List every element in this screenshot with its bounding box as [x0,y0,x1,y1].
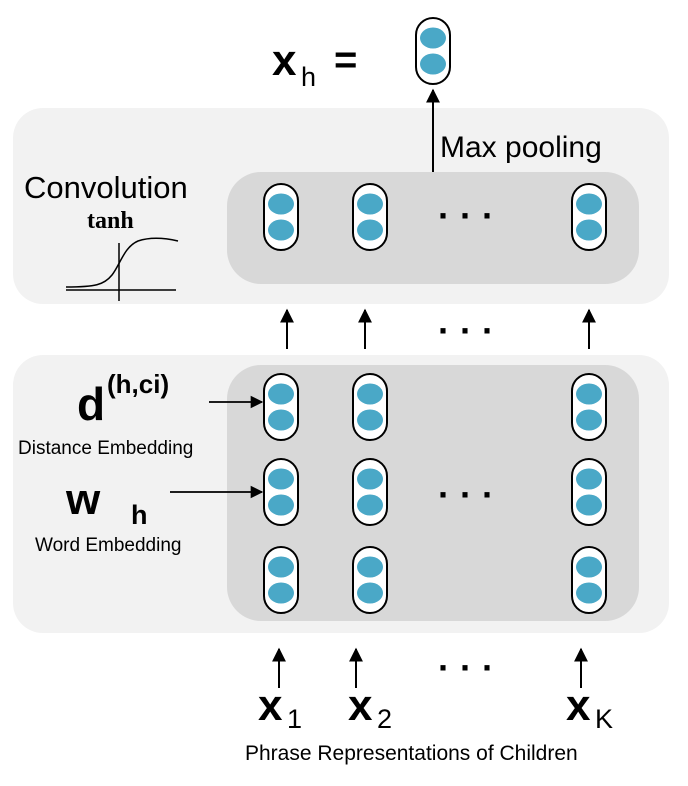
conv-neuron-k [571,183,607,251]
children-ellipsis: · · · [438,647,494,688]
distance-sup: (h,ci) [107,369,169,399]
word-embedding-label: Word Embedding [35,535,181,556]
embedding-panel: · · · d (h,ci) Distance Embedding w h Wo… [13,355,669,633]
convolution-panel: Max pooling · · · Convolution tanh [13,88,669,304]
word-sub: h [131,500,148,530]
children-inputs: · · · x 1 x 2 x K Phrase Representations… [245,647,613,765]
child-k-sub: K [595,704,613,734]
conv-ellipsis: · · · [438,195,494,236]
embedding-inner-panel [227,365,639,621]
conv-neuron-2 [352,183,388,251]
output-var: x [272,36,297,85]
word-var: w [65,475,101,524]
conv-neuron-1 [263,183,299,251]
distance-var: d [77,378,105,430]
distance-embedding-neuron-k [571,373,607,441]
mid-ellipsis: · · · [438,310,494,351]
max-pooling-label: Max pooling [440,131,602,164]
embedding-ellipsis: · · · [438,474,494,515]
convolution-label: Convolution [24,170,188,205]
tanh-graph-icon [65,237,179,301]
word-embedding-neuron-k [571,458,607,526]
distance-embedding-label: Distance Embedding [18,438,193,459]
children-caption: Phrase Representations of Children [245,742,578,765]
output-group: x h = [272,17,451,92]
child-1-sub: 1 [287,704,302,734]
output-neuron [415,17,451,85]
child-1-var: x [258,681,283,730]
output-sub: h [301,62,316,92]
child-2-sub: 2 [377,704,392,734]
child-neuron-k [571,546,607,614]
word-embedding-neuron-2 [352,458,388,526]
tanh-label: tanh [87,208,134,234]
middle-arrows: · · · [280,308,596,351]
child-2-var: x [348,681,373,730]
distance-embedding-neuron-1 [263,373,299,441]
child-neuron-1 [263,546,299,614]
word-embedding-neuron-1 [263,458,299,526]
convolution-inner-panel [227,172,639,284]
child-neuron-2 [352,546,388,614]
distance-embedding-neuron-2 [352,373,388,441]
output-equals: = [334,38,357,82]
child-k-var: x [566,681,591,730]
